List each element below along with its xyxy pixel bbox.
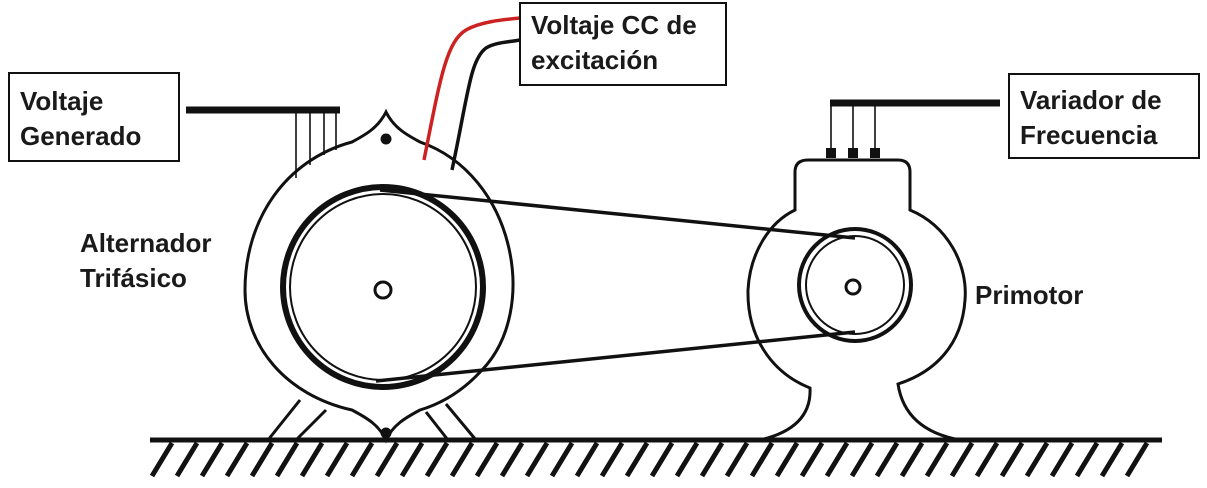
alternator-label-line2: Trifásico: [80, 263, 187, 293]
prime-mover-pulley-outer: [797, 227, 913, 343]
alternator-label: Alternador Trifásico: [80, 226, 211, 296]
alternator-bottom-bolt: [380, 427, 392, 439]
prime-mover-label: Primotor: [975, 280, 1084, 310]
alternator-shaft: [373, 280, 393, 300]
prime-mover-terminal: [826, 148, 836, 158]
excitation-voltage-label-line1: Voltaje CC de: [531, 10, 697, 40]
excitation-voltage-label-line2: excitación: [531, 45, 659, 75]
alternator-label-line1: Alternador: [80, 228, 212, 258]
alternator-pulley-outer: [280, 184, 486, 390]
alternator-top-bolt: [380, 133, 392, 145]
ground: [149, 437, 1162, 478]
prime-mover: [746, 148, 967, 442]
generated-voltage-label-line1: Voltaje: [20, 86, 104, 116]
excitation-negative-wire: [450, 38, 521, 171]
prime-mover-housing: [746, 158, 967, 442]
generated-voltage-label-line2: Generado: [20, 121, 142, 151]
alternator: [243, 108, 515, 444]
drive-belt: [375, 188, 856, 383]
alternator-housing: [243, 108, 515, 444]
alternator-left-leg: [266, 399, 328, 442]
alternator-pulley-inner: [289, 193, 477, 381]
excitation-positive-wire: [422, 16, 521, 161]
frequency-drive-label-line1: Variador de: [1020, 85, 1162, 115]
ground-hatching: [149, 441, 1150, 478]
alternator-right-leg: [424, 403, 478, 441]
frequency-drive-label-line2: Frecuencia: [1020, 120, 1158, 150]
excitation-voltage-label: Voltaje CC de excitación: [519, 2, 727, 86]
prime-mover-pulley-inner: [805, 235, 905, 335]
frequency-drive-wiring: [830, 99, 1000, 148]
excitation-wiring: [422, 16, 521, 171]
prime-mover-terminal: [848, 148, 858, 158]
prime-mover-terminal: [870, 148, 880, 158]
frequency-drive-label: Variador de Frecuencia: [1008, 73, 1200, 159]
generated-voltage-label: Voltaje Generado: [8, 72, 180, 162]
prime-mover-shaft: [844, 278, 862, 296]
generated-voltage-wiring: [186, 106, 340, 178]
